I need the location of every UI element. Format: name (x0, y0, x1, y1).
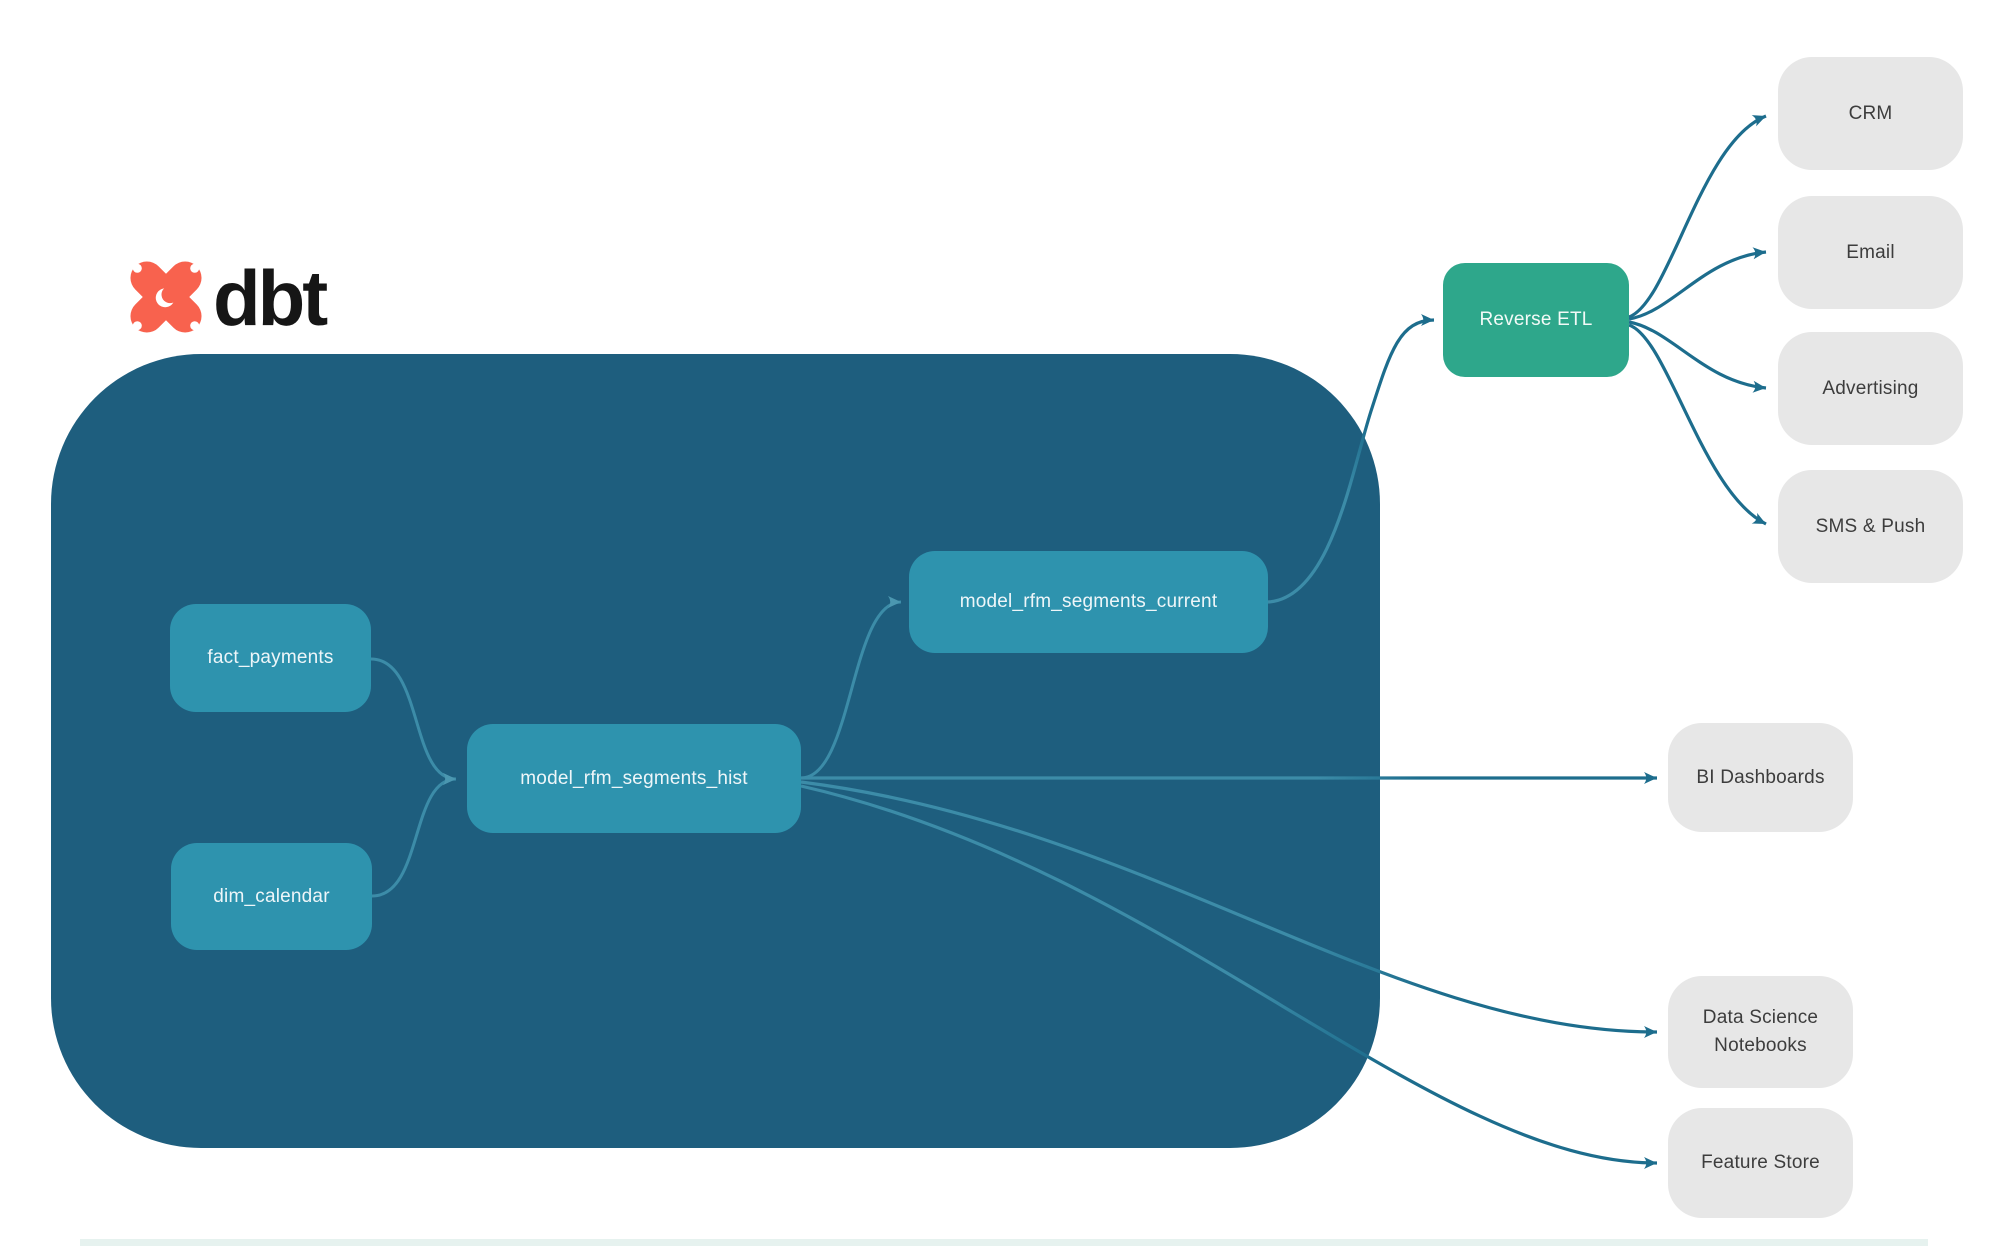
node-bi-dashboards-label: BI Dashboards (1696, 766, 1825, 788)
edge-reverse-etl-to-sms-push (1628, 323, 1767, 526)
node-advertising: Advertising (1778, 332, 1963, 445)
node-model-rfm-segments-current: model_rfm_segments_current (909, 551, 1268, 653)
node-email: Email (1778, 196, 1963, 309)
node-crm-label: CRM (1848, 102, 1893, 124)
edge-reverse-etl-to-email (1628, 247, 1767, 321)
node-fact-payments: fact_payments (170, 604, 371, 712)
edge-reverse-etl-to-crm (1628, 114, 1767, 319)
node-bi-dashboards: BI Dashboards (1668, 723, 1853, 832)
bottom-divider (80, 1239, 1928, 1246)
dbt-logo-icon (130, 261, 202, 333)
node-feature-store-label: Feature Store (1701, 1152, 1820, 1174)
node-reverse-etl: Reverse ETL (1443, 263, 1629, 377)
node-data-science-notebooks: Data Science Notebooks (1668, 976, 1853, 1088)
edge-reverse-etl-to-advertising (1628, 320, 1767, 393)
node-reverse-etl-label: Reverse ETL (1479, 309, 1593, 331)
node-fact-payments-label: fact_payments (207, 647, 334, 669)
node-dim-calendar: dim_calendar (171, 843, 372, 950)
node-model-rfm-segments-hist: model_rfm_segments_hist (467, 724, 801, 833)
dbt-logo: dbt (125, 254, 328, 342)
node-feature-store: Feature Store (1668, 1108, 1853, 1218)
dbt-logo-text: dbt (213, 254, 328, 342)
node-dim-calendar-label: dim_calendar (213, 885, 330, 907)
node-model-rfm-segments-hist-label: model_rfm_segments_hist (520, 767, 748, 789)
node-advertising-label: Advertising (1822, 377, 1919, 399)
node-crm: CRM (1778, 57, 1963, 170)
node-data-science-notebooks-label: Data Science Notebooks (1702, 1007, 1819, 1056)
node-sms-push-label: SMS & Push (1815, 515, 1926, 537)
node-email-label: Email (1846, 241, 1895, 263)
node-sms-push: SMS & Push (1778, 470, 1963, 583)
node-model-rfm-segments-current-label: model_rfm_segments_current (959, 591, 1218, 613)
